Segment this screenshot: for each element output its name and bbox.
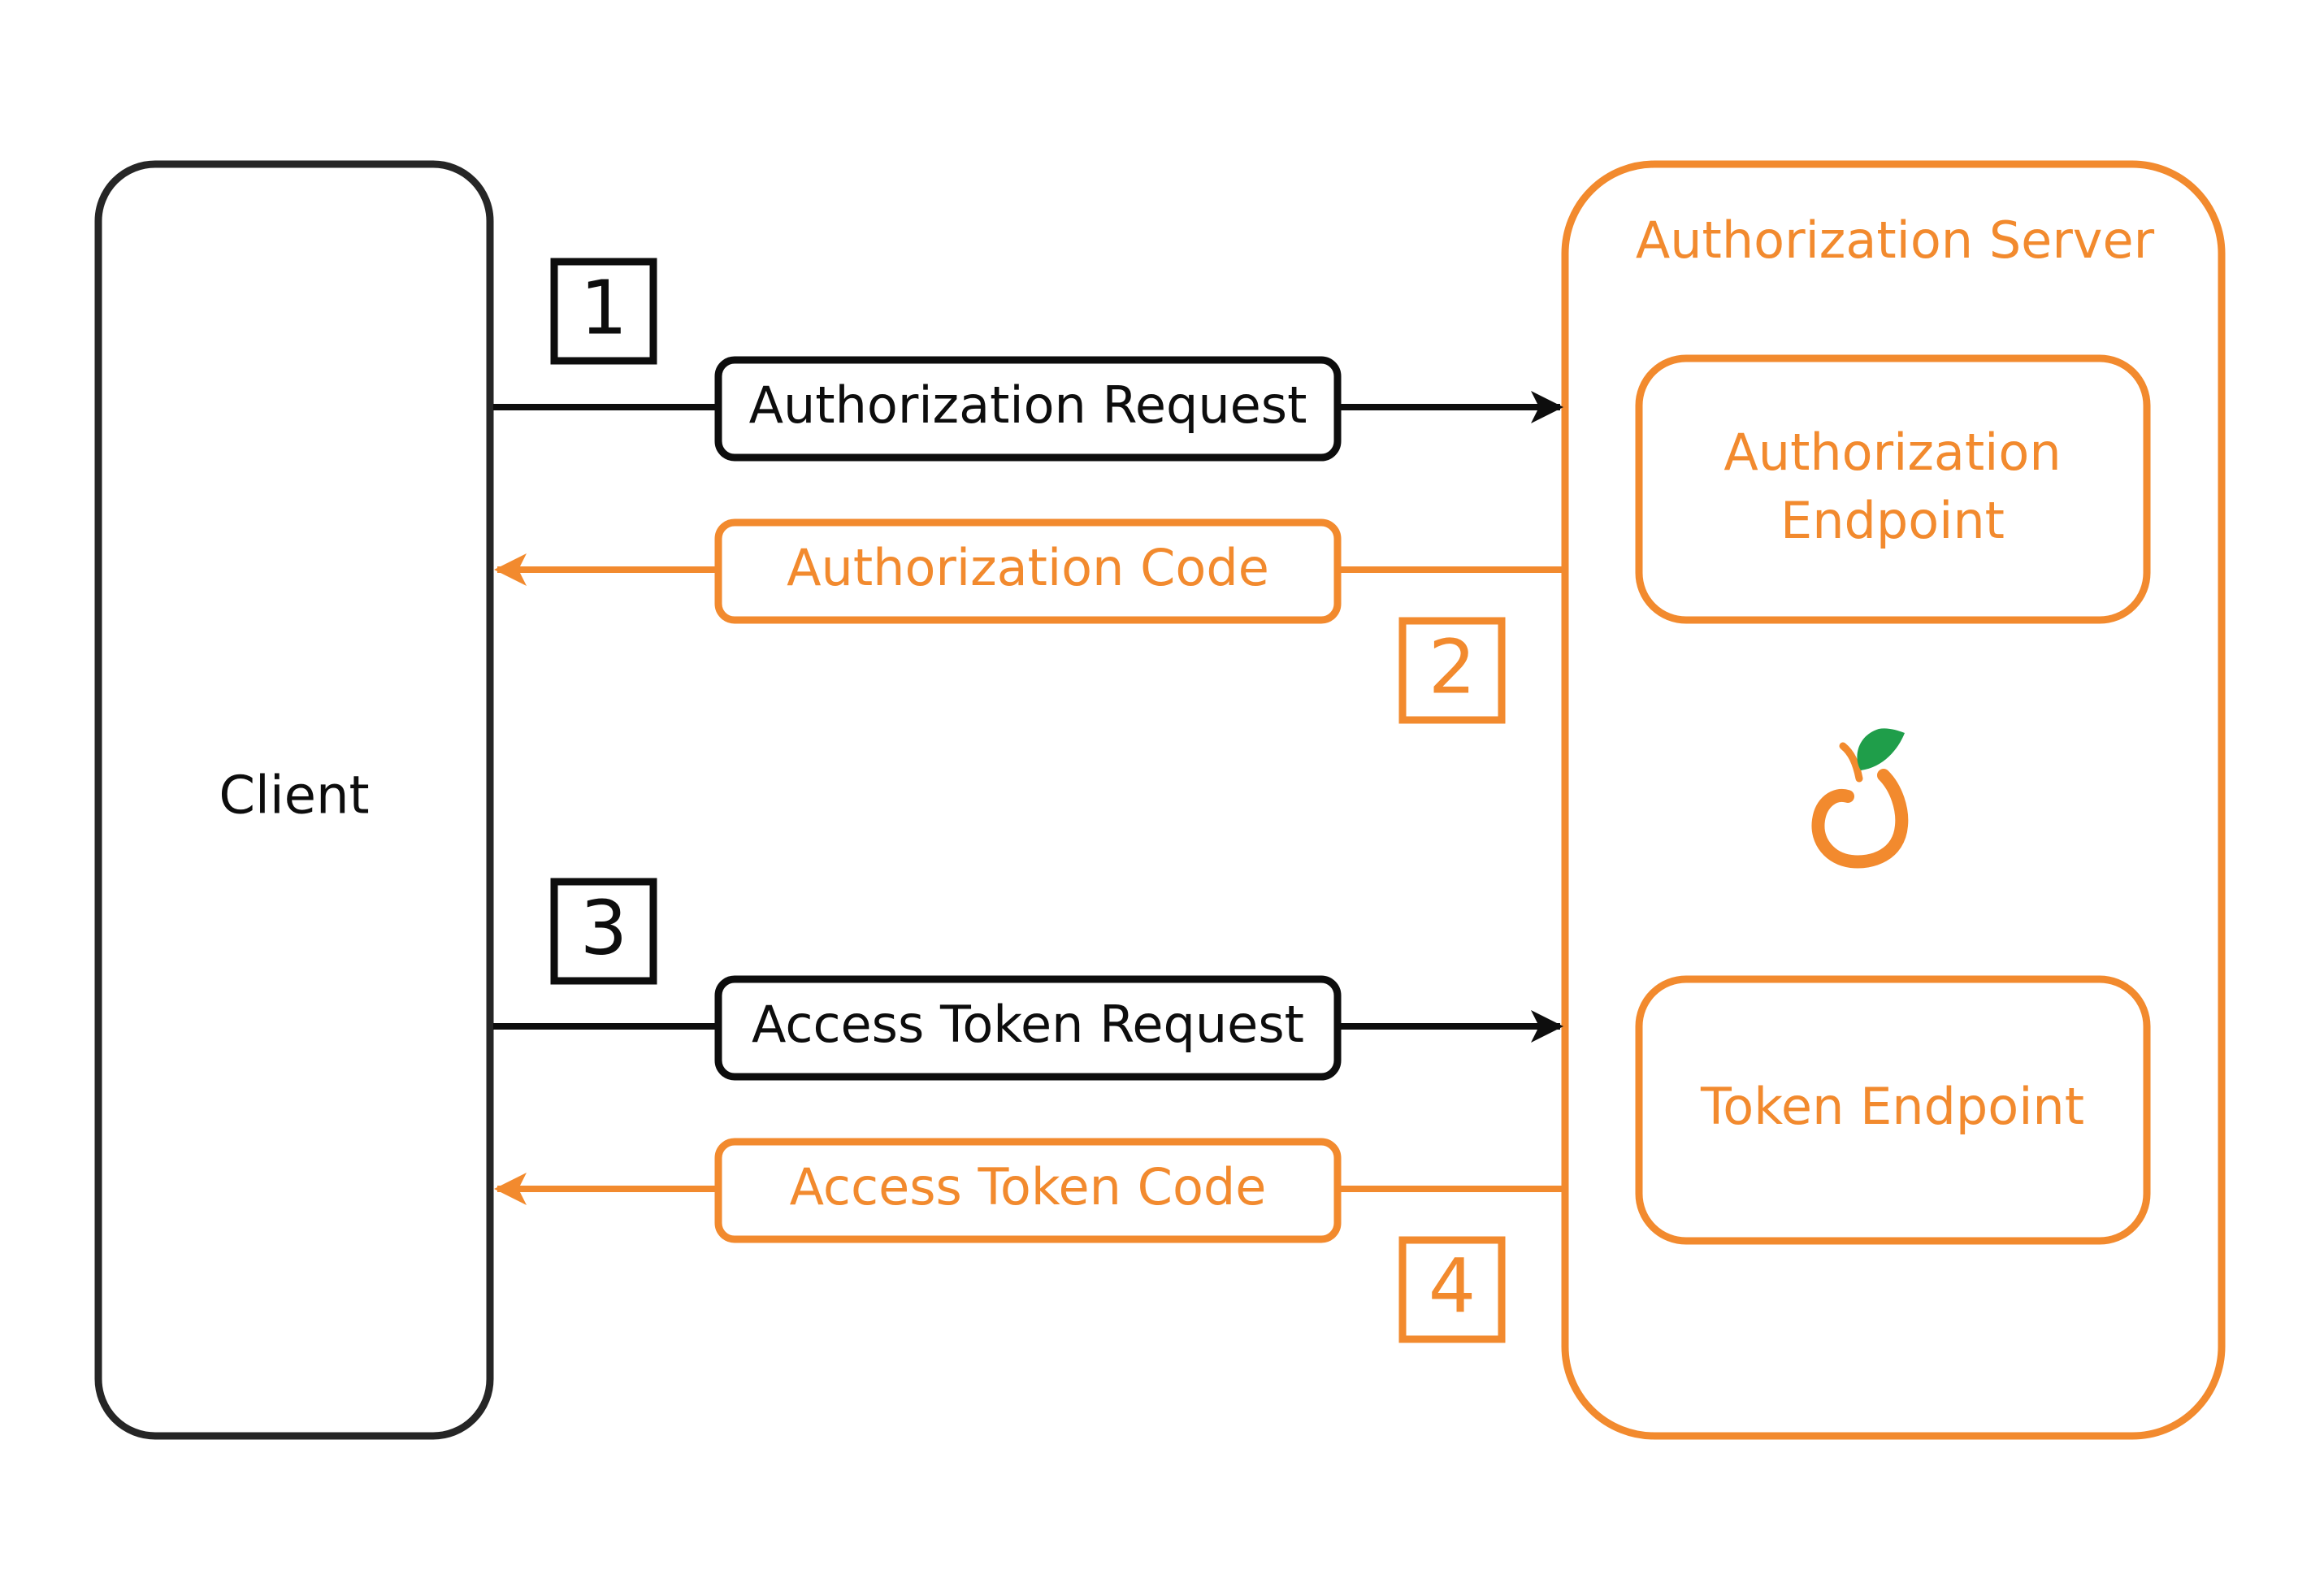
orange-fruit-icon <box>1811 728 1909 869</box>
token-endpoint-label: Token Endpoint <box>1700 1077 2084 1136</box>
flow-access-token-code: Access Token Code 4 <box>494 1138 1565 1343</box>
step-2-badge <box>1398 617 1506 724</box>
step-2-number: 2 <box>1429 623 1476 710</box>
authorization-request-label: Authorization Request <box>749 375 1307 435</box>
authorization-endpoint-box: Authorization Endpoint <box>1635 354 2151 624</box>
authorization-endpoint-label-line2: Endpoint <box>1780 491 2005 550</box>
token-endpoint-box: Token Endpoint <box>1635 975 2151 1245</box>
step-4-badge <box>1398 1236 1506 1343</box>
flow-access-token-request: Access Token Request 3 <box>493 878 1563 1081</box>
authorization-server-title: Authorization Server <box>1636 210 2155 270</box>
step-3-badge <box>550 878 657 985</box>
step-3-number: 3 <box>580 884 628 971</box>
access-token-code-label: Access Token Code <box>790 1157 1267 1217</box>
authorization-code-label: Authorization Code <box>787 538 1269 597</box>
flow-authorization-code: Authorization Code 2 <box>494 518 1565 724</box>
step-1-badge <box>550 258 657 365</box>
access-token-request-label: Access Token Request <box>752 995 1304 1054</box>
authorization-server-box: Authorization Server Authorization Endpo… <box>1561 160 2226 1440</box>
step-1-number: 1 <box>580 264 628 351</box>
authorization-endpoint-label-line1: Authorization <box>1723 423 2061 482</box>
flow-authorization-request: Authorization Request 1 <box>493 258 1563 462</box>
client-label: Client <box>219 766 369 826</box>
step-4-number: 4 <box>1429 1243 1476 1329</box>
client-box: Client <box>94 160 494 1440</box>
